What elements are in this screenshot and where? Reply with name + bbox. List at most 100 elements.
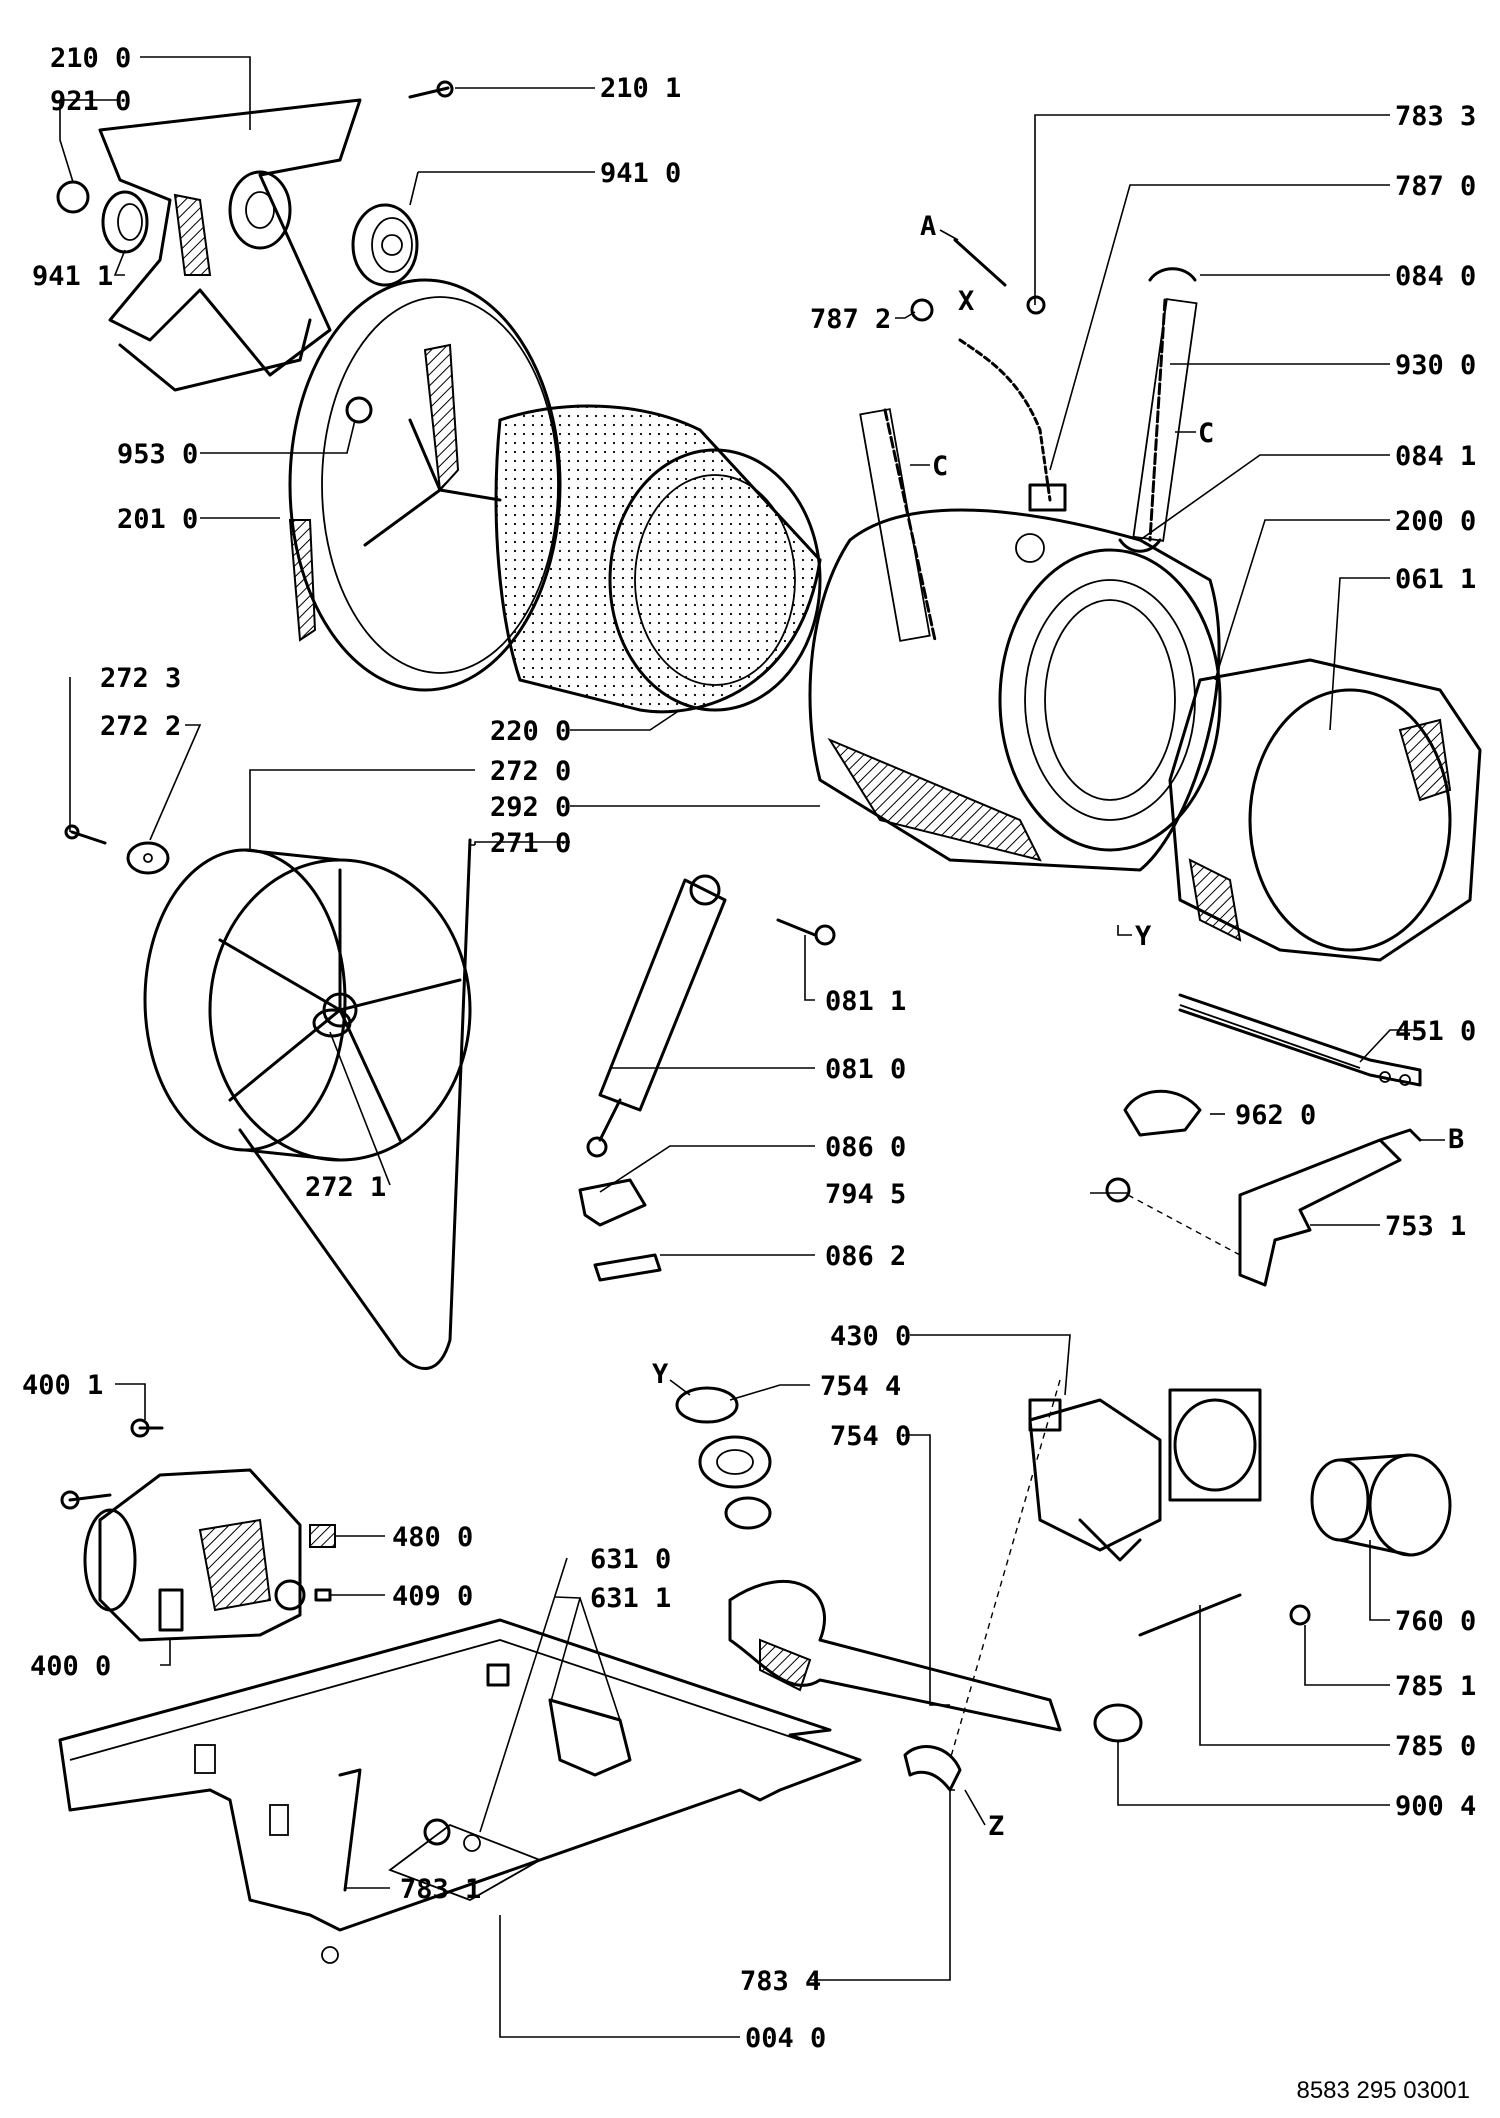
motor-clip-part	[314, 1588, 332, 1602]
label-930-0: 930 0	[1395, 350, 1476, 381]
label-631-0: 631 0	[590, 1544, 671, 1575]
label-754-0: 754 0	[830, 1421, 911, 1452]
bracket-part	[1238, 1128, 1422, 1287]
label-787-2: 787 2	[810, 304, 891, 335]
carbon-brush-part	[309, 1524, 336, 1548]
damper-bolt-part	[776, 918, 836, 946]
label-081-1: 081 1	[825, 986, 906, 1017]
plug-part	[1105, 1177, 1131, 1203]
hose-clamp-754-4-part	[675, 1386, 739, 1424]
label-760-0: 760 0	[1395, 1606, 1476, 1637]
circlip-part	[56, 180, 90, 214]
clamp-787-2-part	[910, 298, 934, 322]
letter-z: Z	[988, 1811, 1004, 1842]
sump-dashed-line	[949, 1379, 1061, 1761]
label-480-0: 480 0	[392, 1522, 473, 1553]
letter-c-left: C	[932, 451, 948, 482]
label-272-0: 272 0	[490, 756, 571, 787]
washer-part	[126, 841, 170, 875]
label-272-3: 272 3	[100, 663, 181, 694]
screw-part	[408, 80, 454, 99]
connection-letters: A X C C B Y Y Z	[652, 211, 1464, 1842]
letter-c-right: C	[1198, 418, 1214, 449]
label-953-0: 953 0	[117, 439, 198, 470]
drawing-reference-number: 8583 295 03001	[1296, 2077, 1470, 2104]
clip-086-0-part	[578, 1178, 647, 1227]
elbow-783-4-part	[903, 1745, 962, 1792]
rod-part	[953, 238, 1007, 287]
motor-part	[60, 1468, 306, 1642]
shock-absorber-part	[586, 874, 727, 1158]
label-292-0: 292 0	[490, 792, 571, 823]
tube-785-0-part	[1138, 1593, 1242, 1637]
label-409-0: 409 0	[392, 1581, 473, 1612]
label-783-3: 783 3	[1395, 101, 1476, 132]
label-451-0: 451 0	[1395, 1016, 1476, 1047]
heater-seal-part	[1123, 1089, 1202, 1137]
label-921-0: 921 0	[50, 86, 131, 117]
sump-hose-part	[728, 1580, 1062, 1732]
large-bearing-part	[351, 203, 419, 287]
label-941-0: 941 0	[600, 158, 681, 189]
label-210-1: 210 1	[600, 73, 681, 104]
sensor-631-1-part	[548, 1698, 632, 1777]
label-201-0: 201 0	[117, 504, 198, 535]
hook-084-0-part	[1148, 267, 1197, 282]
label-004-0: 004 0	[745, 2023, 826, 2054]
drain-pump-part	[1028, 1388, 1262, 1562]
label-200-0: 200 0	[1395, 506, 1476, 537]
label-754-4: 754 4	[820, 1371, 901, 1402]
plug-dashed-line	[1127, 1194, 1241, 1256]
tube-783-1-part	[338, 1768, 362, 1892]
label-794-5: 794 5	[825, 1179, 906, 1210]
label-210-0: 210 0	[50, 43, 131, 74]
pulley-part	[143, 848, 472, 1162]
label-962-0: 962 0	[1235, 1100, 1316, 1131]
label-785-1: 785 1	[1395, 1671, 1476, 1702]
label-081-0: 081 0	[825, 1054, 906, 1085]
clip-086-2-part	[593, 1253, 662, 1282]
pulley-bolt-part	[64, 824, 107, 845]
front-tub-part	[808, 508, 1222, 872]
label-086-2: 086 2	[825, 1241, 906, 1272]
motor-screw-part	[130, 1418, 164, 1438]
fitting-785-1-part	[1289, 1604, 1311, 1626]
label-787-0: 787 0	[1395, 171, 1476, 202]
suspension-spring-left	[859, 408, 937, 642]
label-430-0: 430 0	[830, 1321, 911, 1352]
small-bearing-part	[101, 190, 149, 254]
label-084-0: 084 0	[1395, 261, 1476, 292]
letter-y-sump: Y	[652, 1359, 669, 1390]
label-271-0: 271 0	[490, 828, 571, 859]
heater-element-part	[1178, 993, 1422, 1087]
bellows-hose-part	[958, 338, 1067, 512]
letter-x: X	[958, 286, 974, 317]
label-783-1: 783 1	[400, 1874, 481, 1905]
letter-y-tub: Y	[1135, 921, 1152, 952]
tub-spider-part	[98, 98, 362, 392]
hose-clamp-900-4-part	[1093, 1703, 1143, 1743]
label-272-2: 272 2	[100, 711, 181, 742]
leader-lines	[59, 56, 1420, 2038]
label-900-4: 900 4	[1395, 1791, 1476, 1822]
label-400-1: 400 1	[22, 1370, 103, 1401]
label-785-0: 785 0	[1395, 1731, 1476, 1762]
label-272-1: 272 1	[305, 1172, 386, 1203]
front-counterweight-part	[1168, 658, 1482, 962]
label-631-1: 631 1	[590, 1583, 671, 1614]
inner-drum-part	[494, 404, 822, 714]
label-400-0: 400 0	[30, 1651, 111, 1682]
suspension-spring-right	[1132, 298, 1198, 542]
fitting-783-3-part	[1026, 295, 1046, 315]
label-783-4: 783 4	[740, 1966, 821, 1997]
label-086-0: 086 0	[825, 1132, 906, 1163]
pump-filter-part	[1310, 1453, 1452, 1557]
base-tray-part	[58, 1618, 862, 1964]
letter-a: A	[920, 211, 936, 242]
part-number-labels: 210 0 921 0 210 1 941 0 941 1 783 3 787 …	[22, 43, 1476, 2054]
label-941-1: 941 1	[32, 261, 113, 292]
hook-084-1-part	[1118, 538, 1162, 553]
label-753-1: 753 1	[1385, 1211, 1466, 1242]
seal-ring-part	[698, 1435, 772, 1489]
